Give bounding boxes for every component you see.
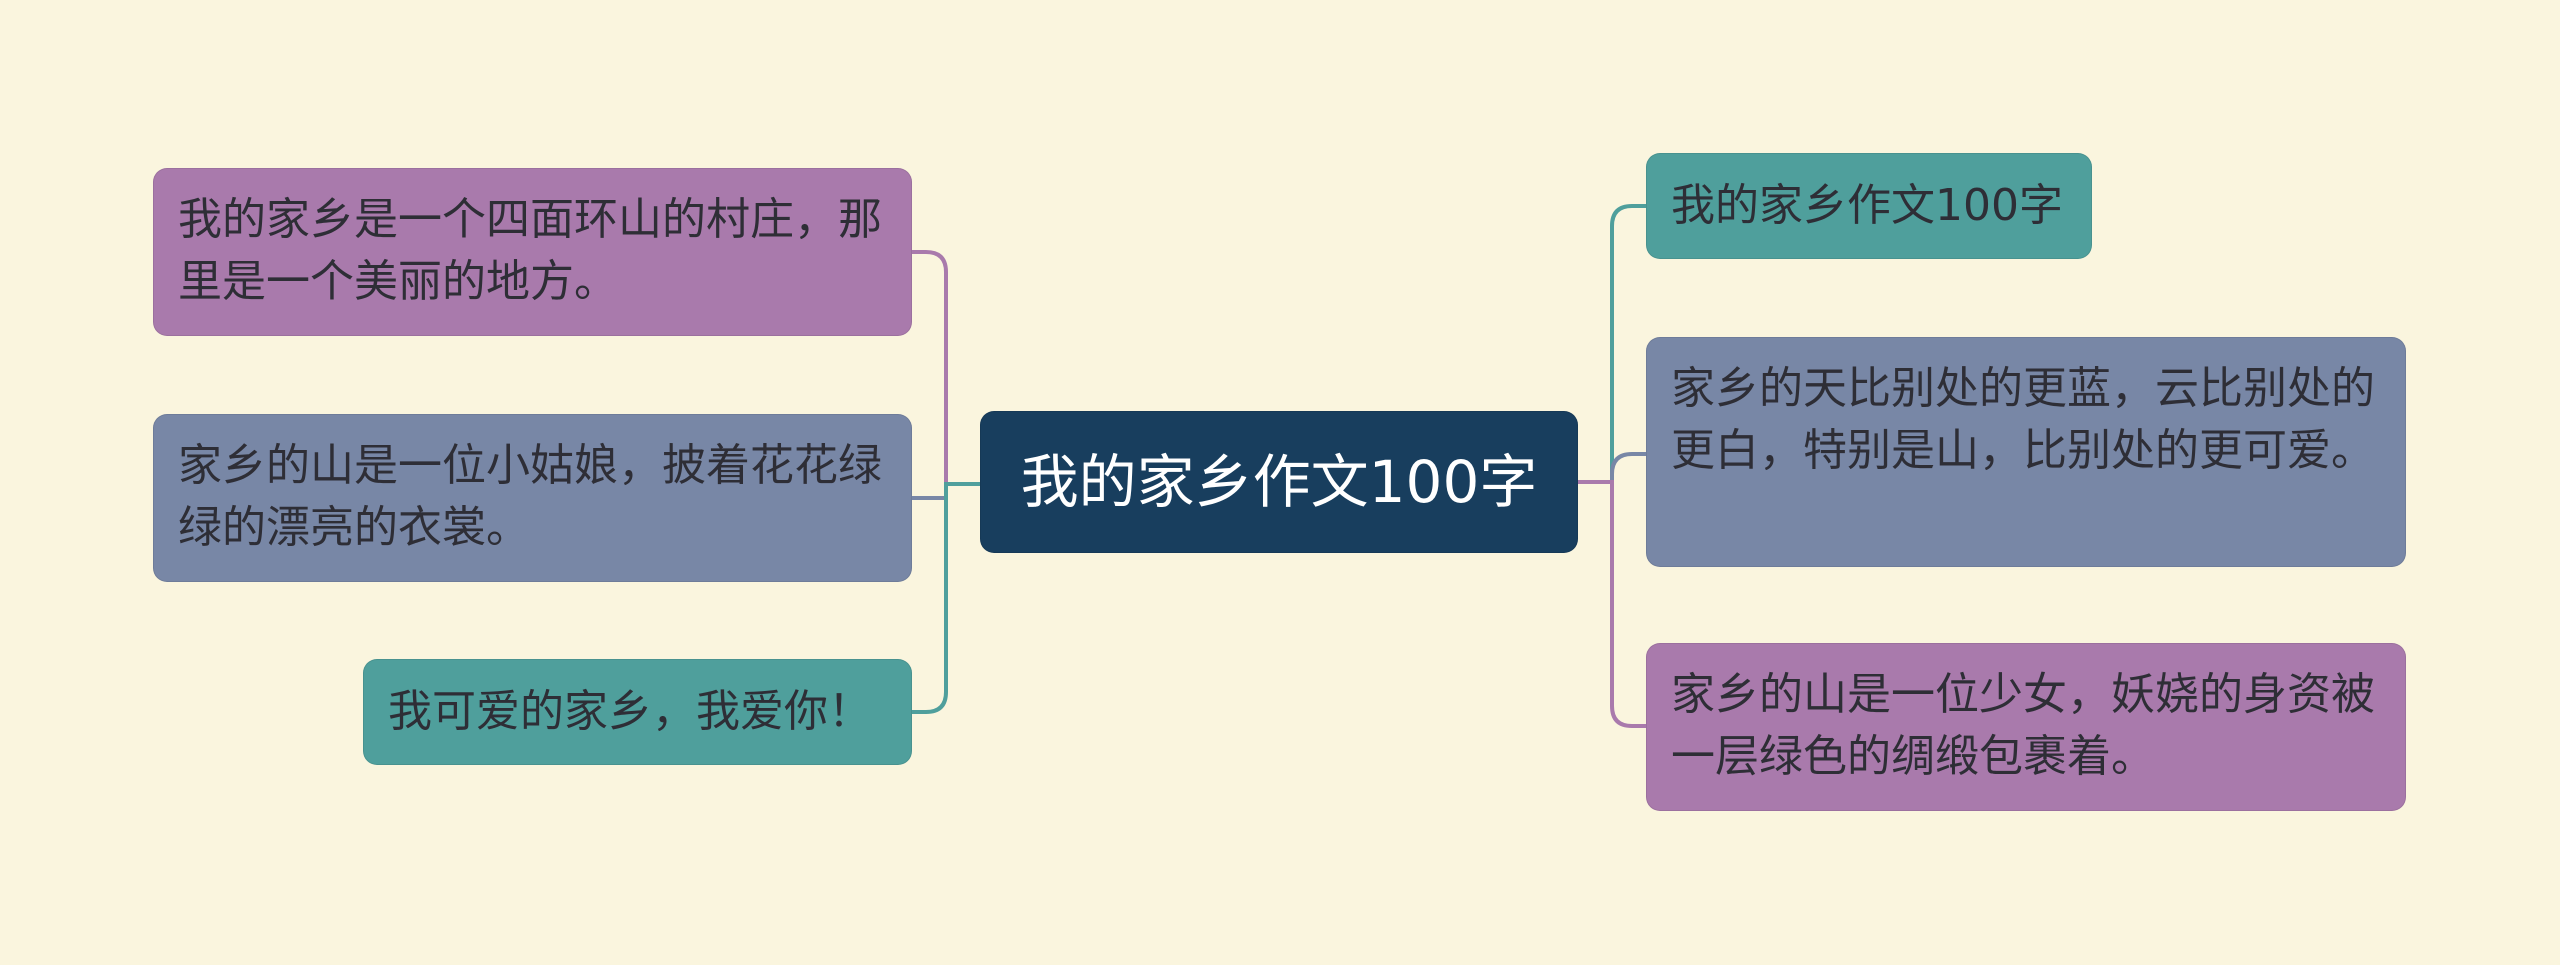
right-node-3-label: 家乡的山是一位少女，妖娆的身资被一层绿色的绸缎包裹着。 (1671, 669, 2375, 782)
left-node-1[interactable]: 我的家乡是一个四面环山的村庄，那里是一个美丽的地方。 (153, 168, 912, 336)
central-topic[interactable]: 我的家乡作文100字 (980, 411, 1578, 553)
right-node-1[interactable]: 我的家乡作文100字 (1646, 153, 2092, 259)
left-node-3-label: 我可爱的家乡，我爱你！ (388, 686, 872, 737)
left-node-2-label: 家乡的山是一位小姑娘，披着花花绿绿的漂亮的衣裳。 (178, 440, 882, 553)
left-node-2[interactable]: 家乡的山是一位小姑娘，披着花花绿绿的漂亮的衣裳。 (153, 414, 912, 582)
central-topic-label: 我的家乡作文100字 (1020, 448, 1538, 516)
left-node-3[interactable]: 我可爱的家乡，我爱你！ (363, 659, 912, 765)
right-node-3[interactable]: 家乡的山是一位少女，妖娆的身资被一层绿色的绸缎包裹着。 (1646, 643, 2406, 811)
connector-left-1 (912, 250, 980, 486)
right-node-1-label: 我的家乡作文100字 (1671, 180, 2063, 231)
connector-left-3 (912, 482, 980, 714)
connector-right-3 (1578, 480, 1646, 728)
right-node-2-label: 家乡的天比别处的更蓝，云比别处的更白，特别是山，比别处的更可爱。 (1671, 363, 2375, 476)
connector-right-1 (1578, 204, 1646, 484)
right-node-2[interactable]: 家乡的天比别处的更蓝，云比别处的更白，特别是山，比别处的更可爱。 (1646, 337, 2406, 567)
connector-right-2 (1578, 452, 1646, 484)
left-node-1-label: 我的家乡是一个四面环山的村庄，那里是一个美丽的地方。 (178, 194, 882, 307)
